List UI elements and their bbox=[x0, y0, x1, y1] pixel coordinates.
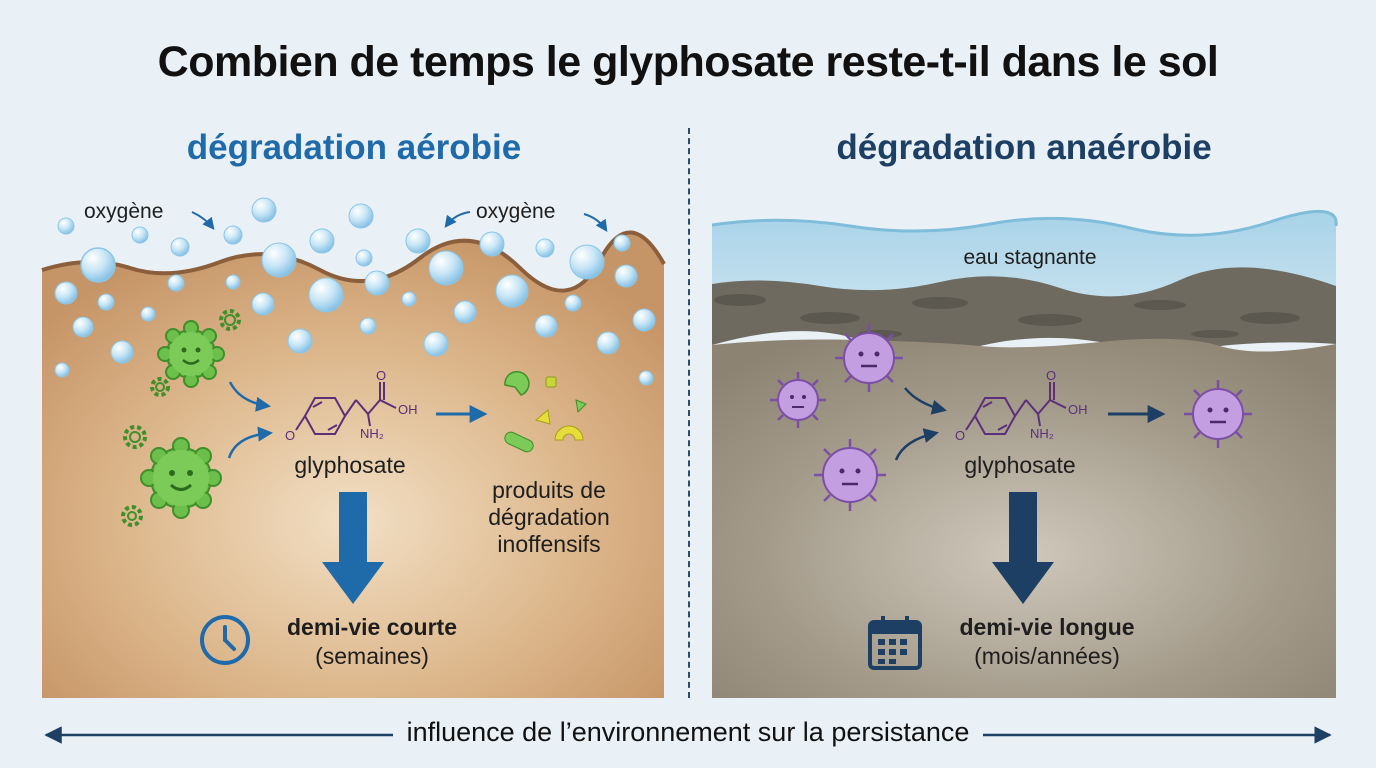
oxygen-arrow-1 bbox=[191, 211, 215, 230]
footer-text: influence de l’environnement sur la pers… bbox=[392, 717, 984, 747]
anaerobic-microbe-icon bbox=[1184, 380, 1252, 448]
microbe-arrow bbox=[228, 381, 271, 412]
short-half-life-sub: (semaines) bbox=[315, 643, 429, 669]
molecule-o: O bbox=[1046, 368, 1056, 383]
degradation-products-label: produits de dégradation inoffensifs bbox=[460, 477, 638, 558]
glyphosate-molecule-icon bbox=[965, 382, 1067, 435]
molecule-oh: OH bbox=[1068, 402, 1088, 417]
glyphosate-label: glyphosate bbox=[294, 452, 406, 478]
short-half-life-title: demi-vie courte bbox=[287, 614, 457, 640]
footer-caption: influence de l’environnement sur la pers… bbox=[0, 717, 1376, 748]
molecule-o: O bbox=[376, 368, 386, 383]
gear-icon bbox=[219, 309, 241, 331]
molecule-nh2: NH₂ bbox=[360, 426, 384, 441]
microbe-arrow bbox=[894, 428, 939, 461]
clock-icon bbox=[200, 615, 250, 665]
long-half-life: demi-vie longue (mois/années) bbox=[932, 614, 1162, 670]
anaerobic-down-arrow bbox=[992, 492, 1054, 604]
oxygen-arrow-3 bbox=[583, 213, 608, 232]
molecule-o-minus: O bbox=[955, 428, 965, 443]
gear-icon bbox=[121, 505, 143, 527]
gear-icon bbox=[123, 425, 147, 449]
panel-divider bbox=[688, 128, 690, 698]
glyphosate-molecule-icon bbox=[295, 382, 397, 435]
anaerobic-heading: dégradation anaérobie bbox=[836, 128, 1212, 167]
microbe-arrow bbox=[227, 426, 273, 459]
stagnant-water-label: eau stagnante bbox=[963, 246, 1097, 269]
anaerobic-microbe-icon bbox=[770, 372, 826, 428]
calendar-icon bbox=[868, 616, 922, 670]
anaerobic-microbe-icon bbox=[814, 439, 886, 511]
aerobic-microbe-icon bbox=[140, 437, 222, 519]
oxygen-label: oxygène bbox=[84, 200, 164, 223]
degradation-fragments-icon bbox=[504, 370, 587, 453]
microbe-arrow bbox=[904, 387, 947, 415]
glyphosate-label: glyphosate bbox=[964, 452, 1076, 478]
page-title: Combien de temps le glyphosate reste-t-i… bbox=[157, 38, 1219, 86]
oxygen-label: oxygène bbox=[476, 200, 556, 223]
oxygen-arrow-2 bbox=[444, 211, 471, 228]
aerobic-heading: dégradation aérobie bbox=[186, 128, 522, 167]
long-half-life-title: demi-vie longue bbox=[959, 614, 1135, 640]
products-line: inoffensifs bbox=[497, 531, 601, 557]
short-half-life: demi-vie courte (semaines) bbox=[262, 614, 482, 670]
aerobic-microbe-icon bbox=[157, 320, 225, 388]
molecule-o-minus: O bbox=[285, 428, 295, 443]
gear-icon bbox=[150, 377, 170, 397]
anaerobic-microbe-icon bbox=[835, 324, 903, 392]
long-half-life-sub: (mois/années) bbox=[974, 643, 1120, 669]
products-line: produits de bbox=[492, 477, 606, 503]
oxygen-bubbles bbox=[54, 197, 656, 386]
products-line: dégradation bbox=[488, 504, 610, 530]
molecule-nh2: NH₂ bbox=[1030, 426, 1054, 441]
molecule-oh: OH bbox=[398, 402, 418, 417]
aerobic-down-arrow bbox=[322, 492, 384, 604]
